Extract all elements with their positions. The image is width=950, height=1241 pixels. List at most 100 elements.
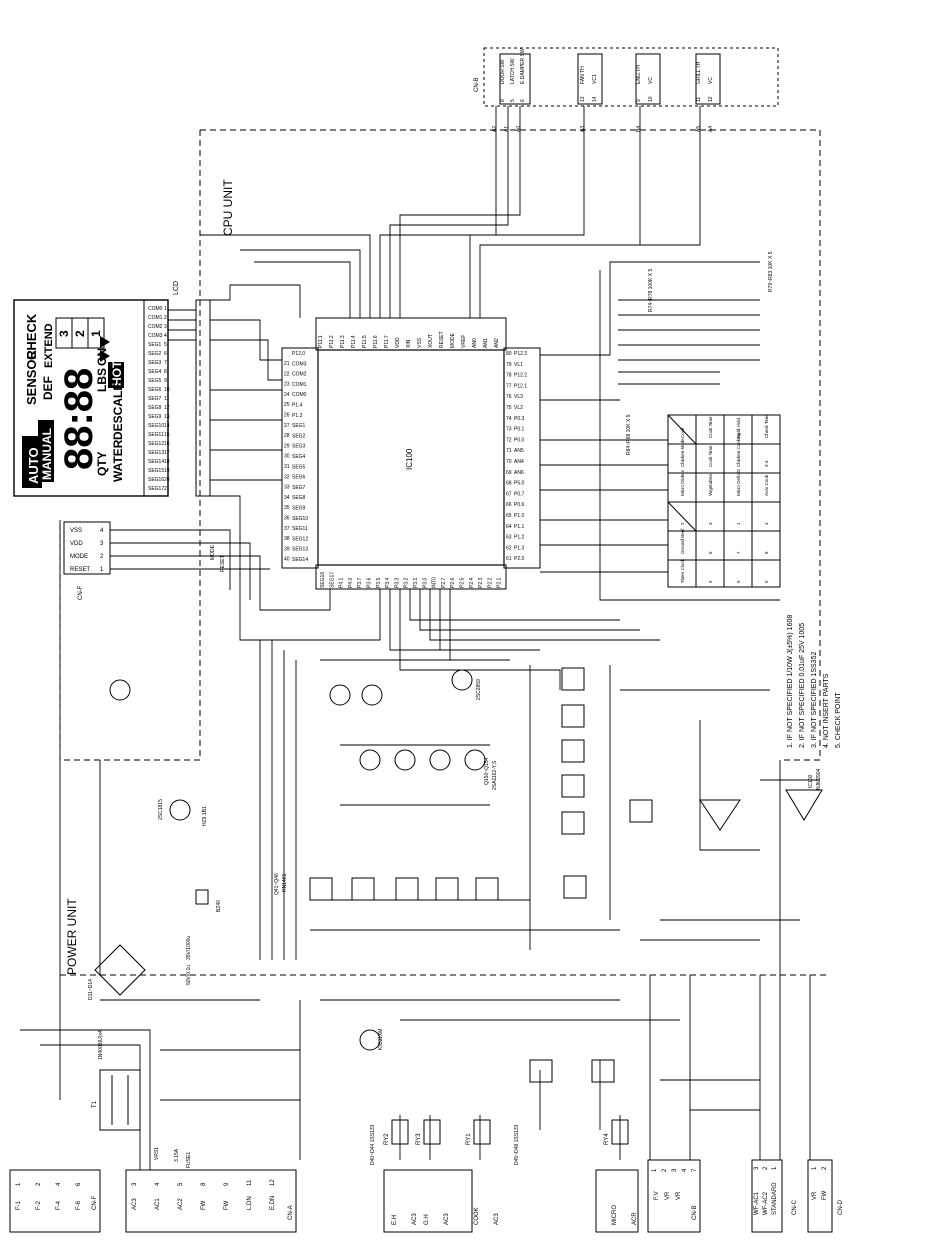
- key-cell-label: Chicken Mode: [680, 438, 685, 467]
- top-connector-label: E.DAMPER SW: [520, 48, 526, 84]
- key-cell-label: Cook Time: [708, 416, 713, 438]
- varistor-label: VRS1: [154, 1147, 160, 1160]
- ic-left-pin-label: SEG7: [292, 485, 306, 491]
- ic-right-pin-number: 66: [506, 502, 512, 508]
- ic-right-pin-label: P12.2: [514, 373, 527, 379]
- top-connector-port: A5: [696, 126, 702, 132]
- control-pin-box: [63, 521, 111, 575]
- ic-bottom-pin-label: P2.2: [487, 577, 493, 588]
- lcd-stage-1: 1: [89, 330, 103, 337]
- ic-left-pin-label: SEG2: [292, 433, 306, 439]
- top-connector-number: 5: [510, 99, 516, 102]
- cn-a-label: L.DN: [247, 1196, 253, 1210]
- lcd-pin-number: 21: [164, 486, 170, 492]
- ic-bottom-pin-label: P3.4: [385, 577, 391, 588]
- cn-f-label: F-2: [36, 1200, 42, 1210]
- ic-right-pin-frame: [503, 347, 541, 569]
- key-cell-label: Hold Hold: [736, 418, 741, 438]
- lcd-hot: HOT: [110, 360, 124, 386]
- cn-b-name: CN-B: [692, 1205, 698, 1220]
- ic-bottom-pin-label: P2.6: [450, 577, 456, 588]
- key-cell-label: Chicken Cooking: [736, 432, 741, 467]
- lcd-sensor: SENSOR: [24, 349, 39, 405]
- cn-f-name: CN-F: [92, 1195, 98, 1210]
- ic-bottom-pin-label: P2.5: [460, 577, 466, 588]
- cn-b-number: 4: [682, 1168, 688, 1172]
- cpu-unit-label: CPU UNIT: [221, 179, 235, 236]
- cn-f-number: 6: [76, 1182, 82, 1186]
- lcd-pin-number: 3: [164, 324, 167, 330]
- ic-left-pin-label: P1.3: [292, 413, 303, 419]
- ic-right-pin-label: VL2: [514, 405, 523, 411]
- lcd-pin-number: 14: [164, 423, 170, 429]
- control-pin-number: 4: [100, 528, 104, 534]
- photo-couplers: [309, 667, 653, 1083]
- ic-top-pin-label: AN2: [494, 338, 500, 348]
- lcd-pin-label: SEG14: [148, 459, 164, 465]
- top-connector-port: A2: [492, 126, 498, 132]
- key-cell-label: Auto Cook: [764, 474, 769, 496]
- cn-b-label: VR: [676, 1191, 682, 1200]
- ic-left-pin-label: SEG5: [292, 464, 306, 470]
- cn-a-number: 8: [201, 1182, 207, 1186]
- lcd-pin-label: SEG3: [148, 360, 162, 366]
- transistors: [109, 669, 486, 1051]
- regulator-label: KIC31XM: [378, 1029, 384, 1050]
- coupler-range: Q41~Q46: [274, 873, 280, 895]
- cn-b-number: 1: [652, 1168, 658, 1172]
- cn-d-name: CN-D: [838, 1199, 844, 1215]
- ic-right-pin-label: P5.0: [514, 481, 525, 487]
- lcd-pin-number: 15: [164, 432, 170, 438]
- ic-left-pin-number: 27: [284, 423, 290, 429]
- note-line: 1. IF NOT SPECIFIED 1/10W J(±5%) 1608: [787, 615, 794, 748]
- bridge-range: D11~D14: [88, 979, 94, 1000]
- cn-f-number: 2: [36, 1182, 42, 1186]
- top-connector-port: A1: [504, 126, 510, 132]
- lcd-stage-2: 2: [73, 330, 87, 337]
- ic-left-pin-number: 32: [284, 474, 290, 480]
- key-cell-label: 3: [708, 522, 713, 525]
- cn-c-label: WF-AC1: [754, 1191, 760, 1215]
- ic-right-pin-label: VL3: [514, 394, 523, 400]
- cn-b-number: 7: [692, 1168, 698, 1172]
- ic-left-pin-number: 29: [284, 443, 290, 449]
- key-resistor-bank: R84~R88 10K X 5: [626, 414, 632, 455]
- lcd-pin-label: SEG8: [148, 405, 162, 411]
- coupler-part: RN1401: [282, 873, 288, 892]
- ic-right-pin-label: VL1: [514, 362, 523, 368]
- key-cell-label: Check Time: [764, 414, 769, 438]
- ic-top-pin-label: VSS: [417, 337, 423, 348]
- lcd-pin-number: 4: [164, 333, 167, 339]
- lcd-pin-label: SEG11: [148, 432, 164, 438]
- top-connector-number: 6: [520, 99, 526, 102]
- ic-right-pin-number: 72: [506, 437, 512, 443]
- key-cell-label: Timer Clock: [680, 558, 685, 583]
- ic-left-pin-label: P12.0: [292, 351, 305, 357]
- ic-bottom-pin-frame: [315, 564, 507, 590]
- relay-transistor-part: 2SA1162-Y,S: [492, 760, 498, 790]
- ic-bottom-pin-label: P3.3: [394, 577, 400, 588]
- cn-a-name: CN-A: [288, 1205, 294, 1220]
- ic-top-pin-label: XIN: [406, 339, 412, 348]
- ic-right-pin-number: 73: [506, 427, 512, 433]
- key-cell-label: Cook: [680, 427, 685, 438]
- lcd-pin-number: 11: [164, 396, 169, 402]
- control-pin-label: RESET: [70, 567, 90, 573]
- key-cell-label: 9: [708, 580, 713, 583]
- ic-top-pin-frame: [315, 317, 507, 351]
- ic-left-pin-label: SEG11: [292, 526, 308, 532]
- top-connector-label: FAN TH: [580, 66, 586, 84]
- ic-right-pin-label: P1.2: [514, 535, 525, 541]
- ic-right-pin-number: 65: [506, 513, 512, 519]
- ic-top-pin-label: VDD: [395, 337, 401, 348]
- lcd-pin-label: SEG6: [148, 387, 162, 393]
- control-connector-name: CN-F: [78, 585, 84, 600]
- lcd-pin-label: COM0: [148, 306, 163, 312]
- relay-name: RY3: [416, 1133, 422, 1145]
- lcd-pin-label: SEG5: [148, 378, 162, 384]
- op-amp-part: NJM2904: [816, 768, 822, 790]
- cn-f-label: F-6: [76, 1200, 82, 1210]
- lcd-pin-number: 2: [164, 315, 167, 321]
